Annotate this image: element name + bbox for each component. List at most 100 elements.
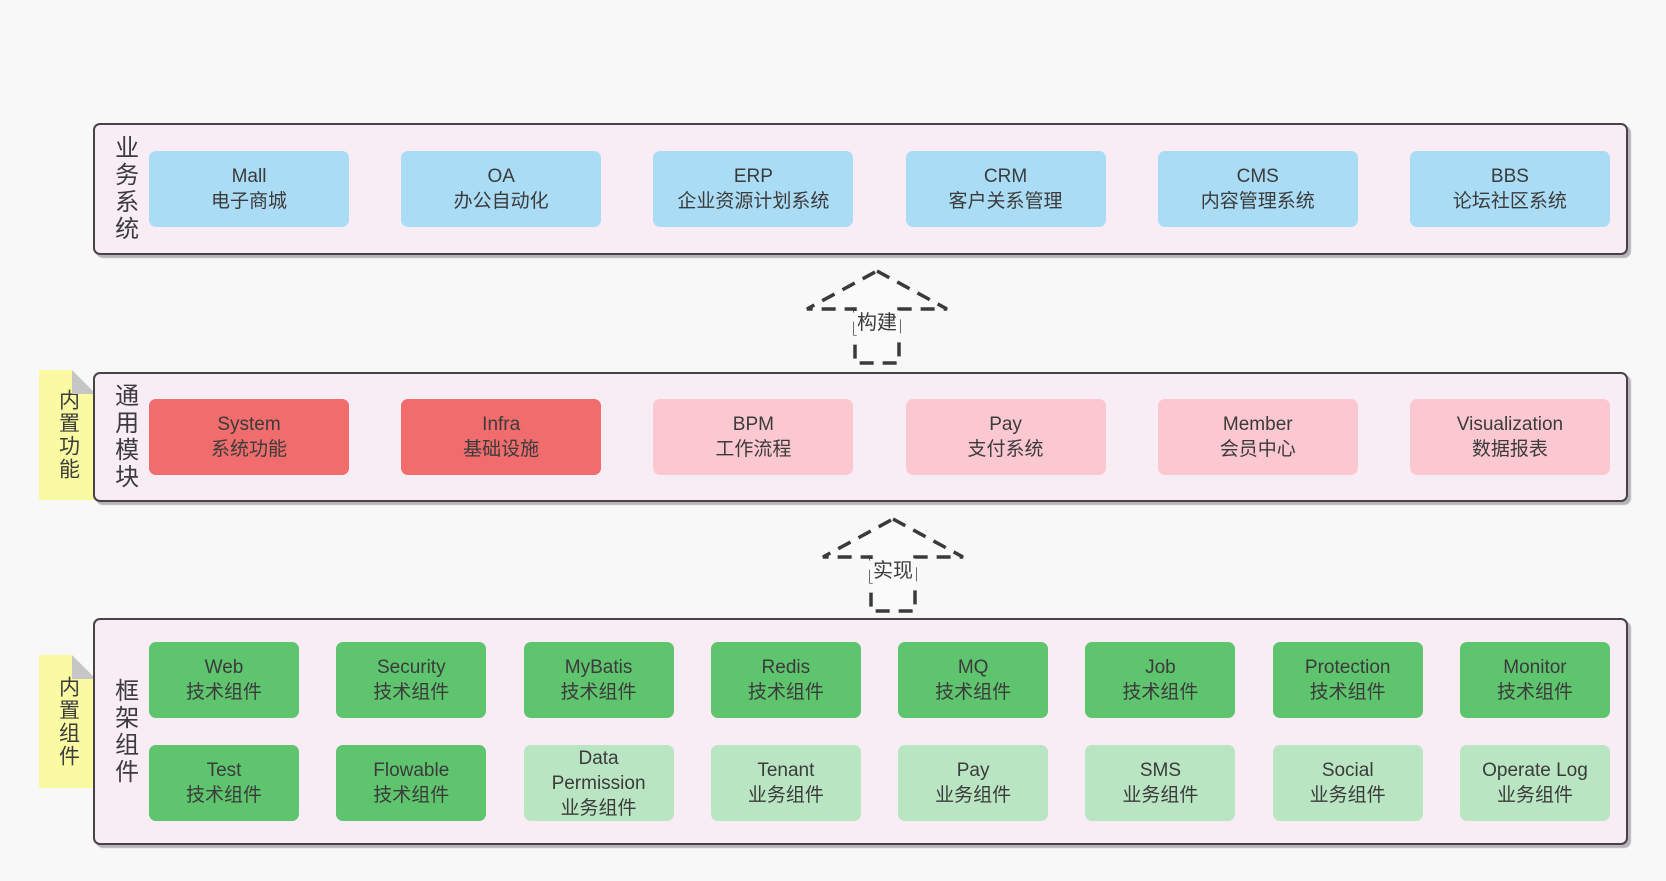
box-title: BBS bbox=[1490, 166, 1529, 187]
box-subtitle: 技术组件 bbox=[1496, 682, 1573, 703]
framework-components-label: 框架组件 bbox=[105, 678, 143, 786]
box-mybatis: MyBatis 技术组件 bbox=[523, 642, 674, 718]
box-security: Security 技术组件 bbox=[336, 642, 487, 718]
box-operate-log: Operate Log 业务组件 bbox=[1459, 745, 1610, 821]
box-subtitle: 会员中心 bbox=[1219, 439, 1296, 460]
box-subtitle: 基础设施 bbox=[463, 439, 540, 460]
box-subtitle: 技术组件 bbox=[747, 682, 824, 703]
box-title: MyBatis bbox=[564, 657, 633, 678]
box-cms: CMS 内容管理系统 bbox=[1157, 151, 1358, 227]
sticky-note-text: 内置功能 bbox=[56, 389, 80, 481]
box-title: ERP bbox=[733, 166, 773, 187]
box-title: SMS bbox=[1139, 760, 1181, 781]
business-systems-label: 业务系统 bbox=[105, 135, 143, 243]
panel-label-text: 业务系统 bbox=[110, 135, 138, 243]
box-subtitle: 技术组件 bbox=[373, 682, 450, 703]
arrow-build-label: 构建 bbox=[854, 311, 900, 335]
box-subtitle: 技术组件 bbox=[373, 785, 450, 806]
box-title: Operate Log bbox=[1482, 760, 1588, 781]
box-subtitle: 技术组件 bbox=[185, 785, 262, 806]
arrow-build: 构建 bbox=[800, 265, 954, 369]
common-modules-panel: 通用模块 System 系统功能 Infra 基础设施 BPM 工作流程 Pay… bbox=[93, 372, 1628, 502]
box-title: Visualization bbox=[1456, 414, 1564, 435]
box-pay: Pay 支付系统 bbox=[905, 399, 1106, 475]
box-title: Web bbox=[204, 657, 244, 678]
box-title: BPM bbox=[732, 414, 774, 435]
box-title: Security bbox=[376, 657, 446, 678]
box-bbs: BBS 论坛社区系统 bbox=[1409, 151, 1610, 227]
box-protection: Protection 技术组件 bbox=[1272, 642, 1423, 718]
box-subtitle: 论坛社区系统 bbox=[1452, 191, 1567, 212]
common-modules-label: 通用模块 bbox=[105, 383, 143, 491]
box-data-permission: Data Permission 业务组件 bbox=[523, 745, 674, 821]
box-title: Tenant bbox=[757, 760, 815, 781]
box-tenant: Tenant 业务组件 bbox=[710, 745, 861, 821]
box-title: CRM bbox=[983, 166, 1028, 187]
box-web: Web 技术组件 bbox=[149, 642, 299, 718]
box-flowable: Flowable 技术组件 bbox=[336, 745, 487, 821]
sticky-note-builtin-components: 内置组件 bbox=[39, 655, 96, 788]
box-subtitle: 技术组件 bbox=[935, 682, 1012, 703]
box-title: Data Permission bbox=[551, 747, 646, 794]
box-crm: CRM 客户关系管理 bbox=[905, 151, 1106, 227]
box-subtitle: 业务组件 bbox=[1122, 785, 1199, 806]
box-title: Test bbox=[206, 760, 242, 781]
box-subtitle: 数据报表 bbox=[1471, 439, 1548, 460]
box-subtitle: 业务组件 bbox=[935, 785, 1012, 806]
box-oa: OA 办公自动化 bbox=[401, 151, 602, 227]
box-infra: Infra 基础设施 bbox=[401, 399, 602, 475]
business-systems-panel: 业务系统 Mall 电子商城 OA 办公自动化 ERP 企业资源计划系统 CRM… bbox=[93, 123, 1628, 255]
box-title: CMS bbox=[1236, 166, 1279, 187]
box-title: Social bbox=[1321, 760, 1374, 781]
panel-label-text: 框架组件 bbox=[110, 677, 138, 786]
box-subtitle: 业务组件 bbox=[747, 785, 824, 806]
box-title: Flowable bbox=[373, 760, 450, 781]
box-member: Member 会员中心 bbox=[1157, 399, 1358, 475]
box-mall: Mall 电子商城 bbox=[149, 151, 349, 227]
box-social: Social 业务组件 bbox=[1272, 745, 1423, 821]
box-title: Mall bbox=[231, 166, 267, 187]
box-subtitle: 支付系统 bbox=[967, 439, 1044, 460]
box-mq: MQ 技术组件 bbox=[898, 642, 1049, 718]
box-redis: Redis 技术组件 bbox=[710, 642, 861, 718]
box-subtitle: 业务组件 bbox=[1496, 785, 1573, 806]
box-visualization: Visualization 数据报表 bbox=[1409, 399, 1610, 475]
box-bpm: BPM 工作流程 bbox=[653, 399, 854, 475]
box-test: Test 技术组件 bbox=[149, 745, 299, 821]
box-subtitle: 业务组件 bbox=[1309, 785, 1386, 806]
box-erp: ERP 企业资源计划系统 bbox=[653, 151, 854, 227]
sticky-note-text: 内置组件 bbox=[56, 675, 80, 768]
box-title: System bbox=[217, 414, 281, 435]
box-subtitle: 技术组件 bbox=[560, 682, 637, 703]
box-subtitle: 技术组件 bbox=[1122, 682, 1199, 703]
box-monitor: Monitor 技术组件 bbox=[1459, 642, 1610, 718]
box-title: OA bbox=[487, 166, 515, 187]
box-subtitle: 内容管理系统 bbox=[1200, 191, 1315, 212]
box-subtitle: 系统功能 bbox=[210, 439, 287, 460]
box-subtitle: 工作流程 bbox=[715, 439, 792, 460]
box-subtitle: 业务组件 bbox=[560, 797, 637, 819]
box-subtitle: 技术组件 bbox=[185, 682, 262, 703]
box-title: MQ bbox=[957, 657, 989, 678]
framework-components-panel: 框架组件 Web 技术组件 Security 技术组件 MyBatis 技术组件… bbox=[93, 618, 1628, 845]
arrow-implement: 实现 bbox=[816, 513, 970, 617]
box-job: Job 技术组件 bbox=[1085, 642, 1236, 718]
box-title: Pay bbox=[956, 760, 990, 781]
box-subtitle: 企业资源计划系统 bbox=[677, 191, 830, 212]
box-system: System 系统功能 bbox=[149, 399, 349, 475]
box-title: Job bbox=[1145, 657, 1176, 678]
box-subtitle: 技术组件 bbox=[1309, 682, 1386, 703]
box-title: Member bbox=[1222, 414, 1293, 435]
box-title: Infra bbox=[482, 414, 521, 435]
box-title: Monitor bbox=[1503, 657, 1567, 678]
box-subtitle: 办公自动化 bbox=[453, 191, 549, 212]
sticky-note-builtin-features: 内置功能 bbox=[39, 370, 96, 500]
arrow-implement-label: 实现 bbox=[870, 559, 916, 583]
panel-label-text: 通用模块 bbox=[110, 383, 138, 491]
box-pay-component: Pay 业务组件 bbox=[898, 745, 1049, 821]
box-sms: SMS 业务组件 bbox=[1085, 745, 1236, 821]
box-subtitle: 电子商城 bbox=[210, 191, 287, 212]
box-subtitle: 客户关系管理 bbox=[948, 191, 1063, 212]
box-title: Pay bbox=[989, 414, 1022, 435]
box-title: Redis bbox=[761, 657, 811, 678]
